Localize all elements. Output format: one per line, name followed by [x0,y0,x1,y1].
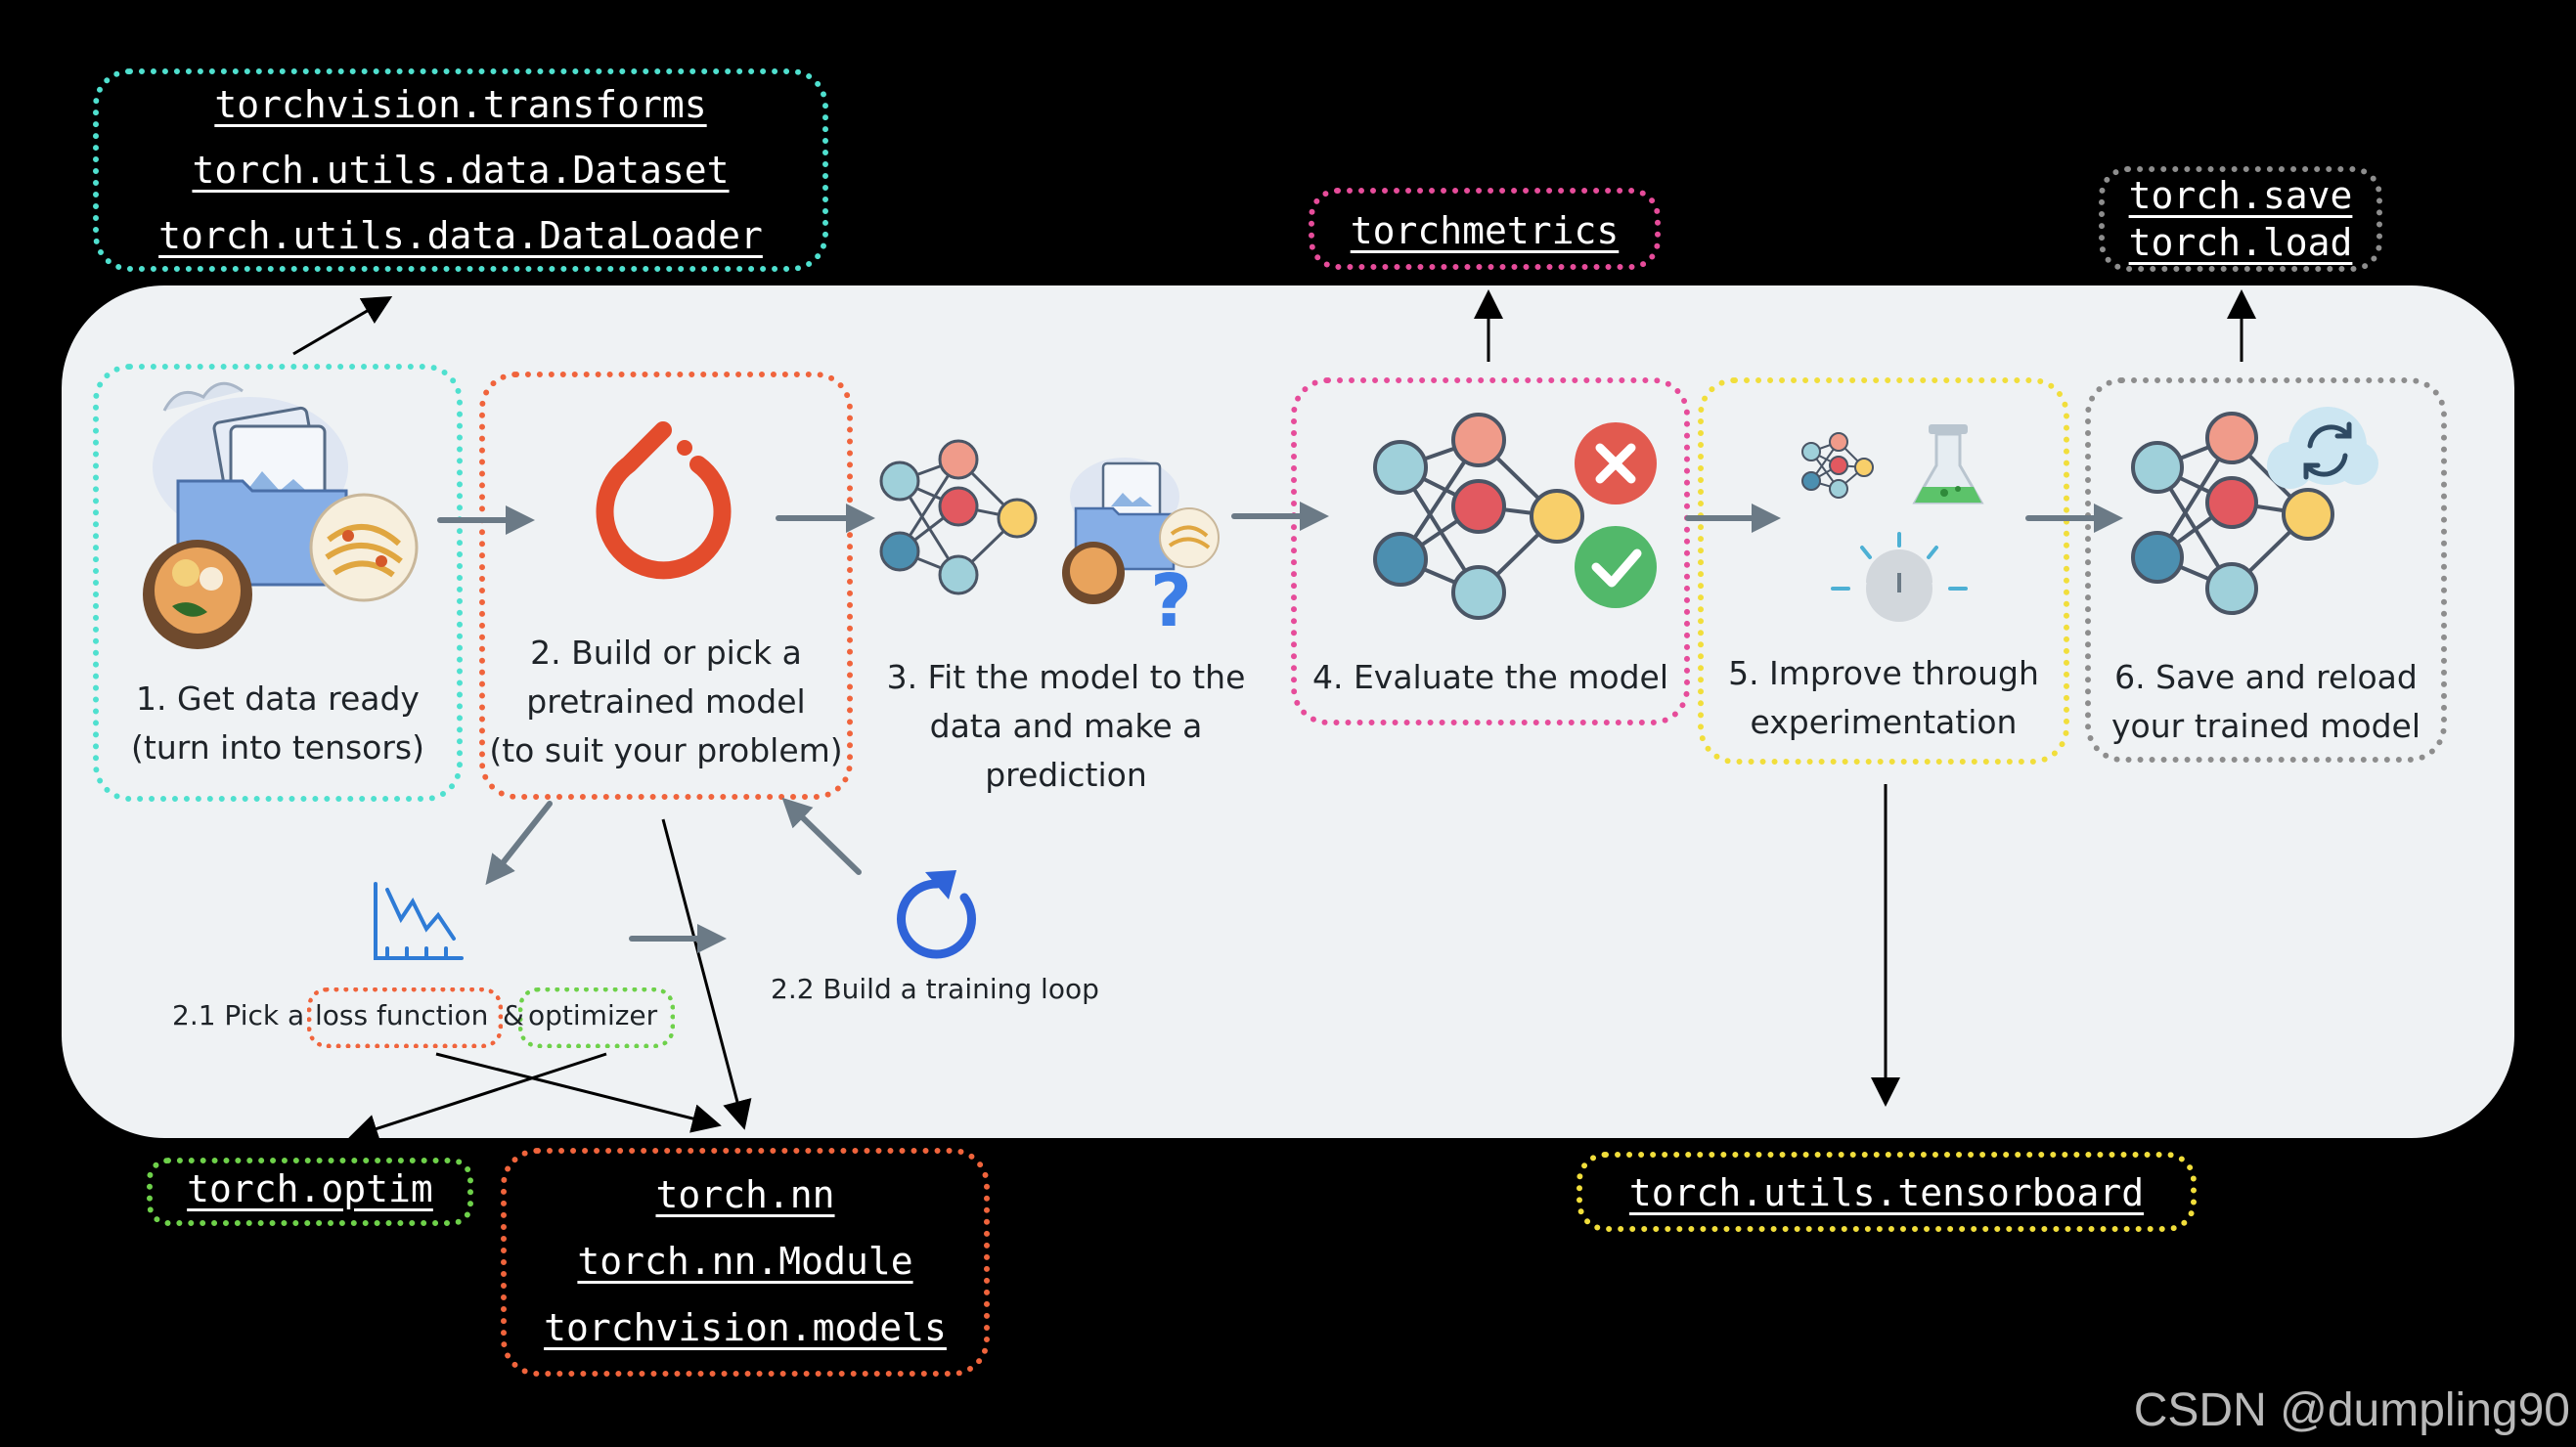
step4-label: 4. Evaluate the model [1311,658,1668,696]
loss-chart-icon [374,882,464,960]
tensorboard-box [1577,1152,2197,1232]
optimizer-box [518,987,675,1048]
api-link[interactable]: torchvision.models [544,1306,947,1349]
save-list: torch.save torch.load [2099,172,2382,266]
check-mark-icon [1575,526,1657,608]
step1-label: 1. Get data ready (turn into tensors) [131,680,424,767]
watermark: CSDN @dumpling90 [2133,1384,2570,1436]
api-link[interactable]: torch.optim [187,1167,433,1210]
neural-network-icon [1801,432,1874,499]
step5-label: 5. Improve through experimentation [1728,654,2039,741]
arrow-optimizer-to-optim [348,1052,607,1143]
api-link[interactable]: torch.utils.data.Dataset [192,149,730,192]
pytorch-logo-icon [596,421,732,580]
api-link[interactable]: torchvision.transforms [214,83,707,126]
metrics-list: torchmetrics [1309,201,1661,260]
x-mark-icon [1575,422,1657,504]
idea-bulb-icon [1831,532,1968,622]
api-link[interactable]: torchmetrics [1350,209,1620,252]
data-folder-icon [143,381,419,649]
arrow-data-apis [292,295,393,356]
save-box [2099,166,2382,272]
optimizer-label: optimizer [528,999,658,1031]
nn-list: torch.nn torch.nn.Module torchvision.mod… [501,1162,990,1361]
ampersand-label: & [503,999,524,1031]
pick-prefix-label: 2.1 Pick a [172,999,305,1031]
metrics-box [1309,188,1661,270]
nn-box [501,1148,990,1377]
sync-icon [2267,407,2378,489]
arrow-loss-to-nn [435,1052,722,1133]
experiment-flask-icon [1912,424,1984,504]
api-link[interactable]: torch.save [2128,174,2353,217]
optim-list: torch.optim [147,1162,473,1216]
workflow-panel [62,285,2514,1138]
loss-function-label: loss function [315,999,489,1031]
step5-box [1698,377,2069,765]
flow-arrow [781,797,862,875]
data-apis-list: torchvision.transforms torch.utils.data.… [93,72,828,269]
step3-label: 3. Fit the model to the data and make a … [886,658,1246,794]
step2-box [479,372,853,800]
loop-arrow-icon [897,870,976,959]
optim-box [147,1158,473,1226]
api-link[interactable]: torch.nn [655,1173,835,1216]
data-apis-box [93,68,828,272]
step1-box [93,364,463,802]
step6-label: 6. Save and reload your trained model [2111,658,2421,745]
neural-network-icon [1373,413,1584,620]
neural-network-icon [2131,412,2334,615]
api-link[interactable]: torch.utils.data.DataLoader [158,214,763,257]
step4-box [1291,377,1690,725]
api-link[interactable]: torch.nn.Module [577,1240,913,1283]
step6-box [2085,377,2447,763]
api-link[interactable]: torch.utils.tensorboard [1628,1171,2145,1214]
svg-text:?: ? [1150,559,1192,643]
loss-function-box [307,987,503,1048]
step2-label: 2. Build or pick a pretrained model (to … [489,634,843,769]
tensorboard-list: torch.utils.tensorboard [1577,1165,2197,1220]
flow-arrow [485,801,553,886]
arrow-nn [661,818,752,1130]
training-loop-label: 2.2 Build a training loop [771,973,1099,1005]
neural-network-icon [879,439,1038,595]
api-link[interactable]: torch.load [2128,221,2353,264]
data-folder-icon: ? [1062,458,1220,643]
